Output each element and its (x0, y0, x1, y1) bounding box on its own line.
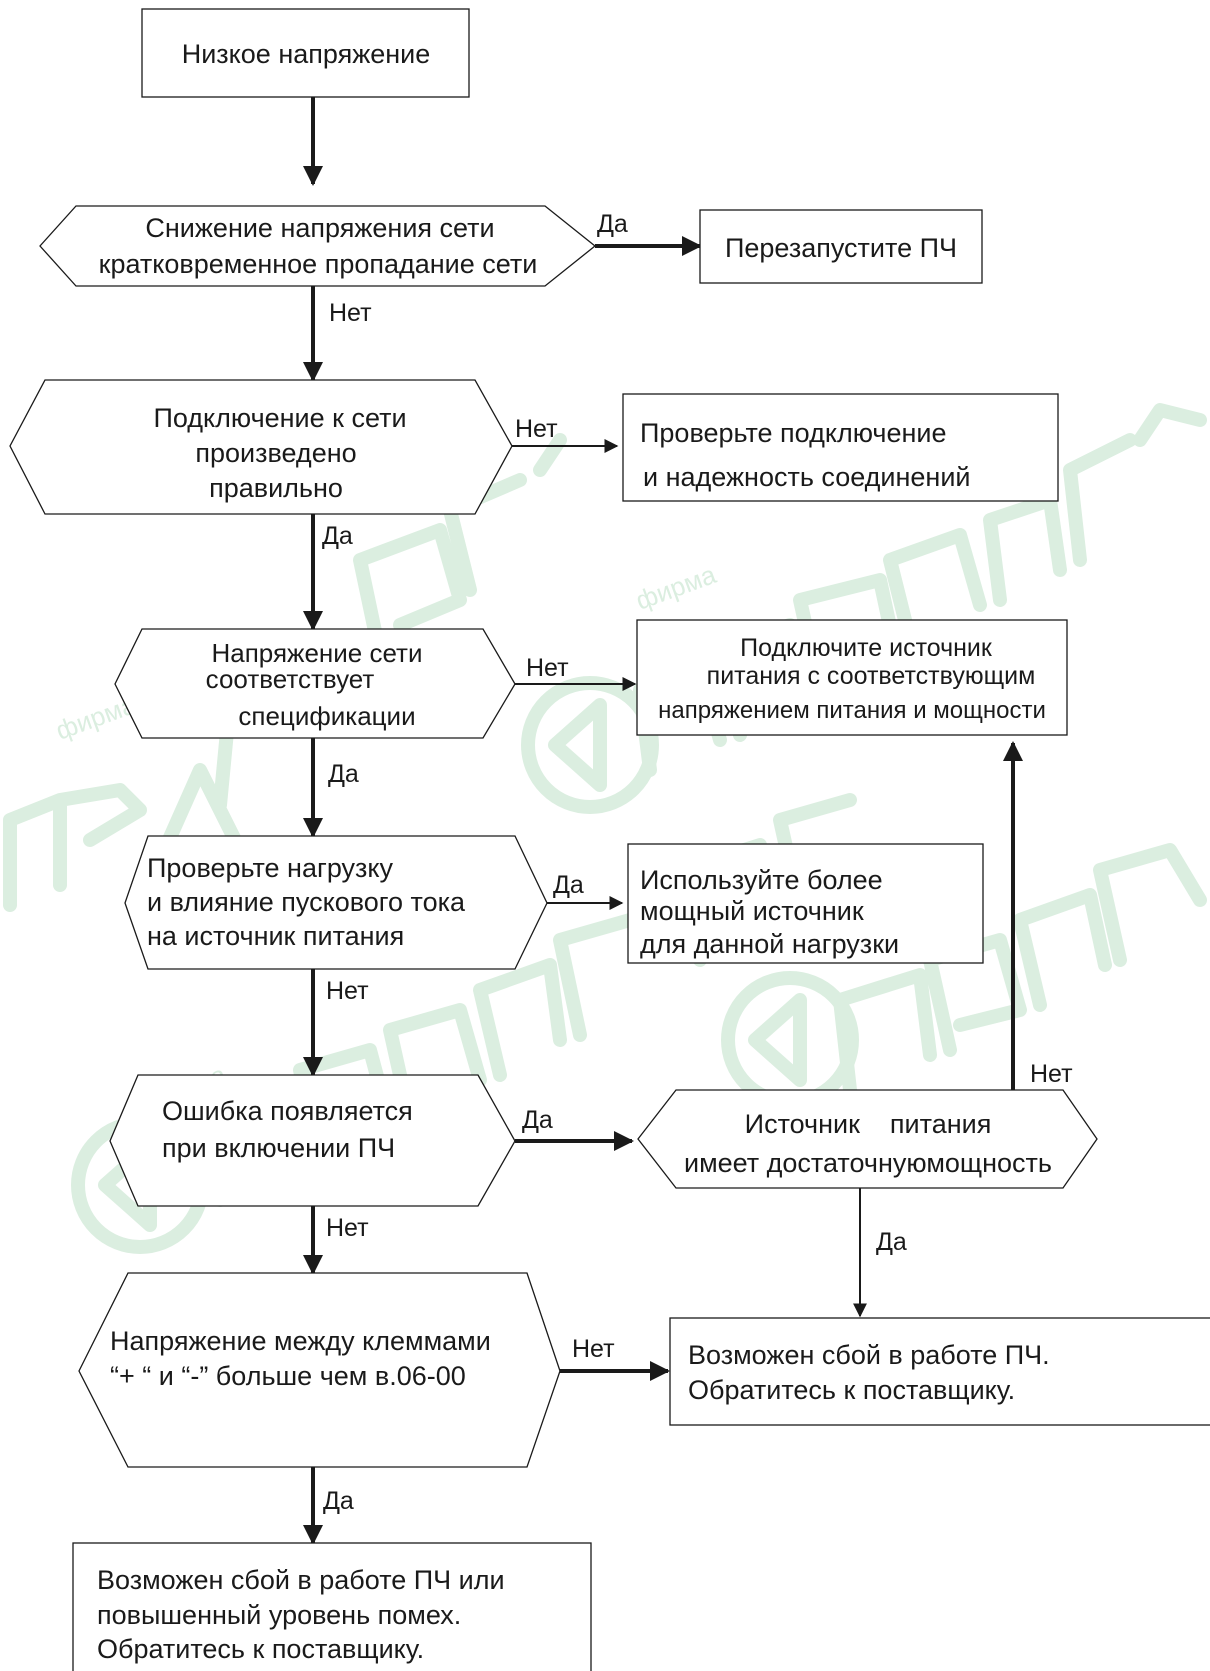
decision-mains-voltage-spec: Напряжение сети соответствует спецификац… (114, 628, 516, 739)
node-text-line: Обратитесь к поставщику. (688, 1375, 1015, 1405)
node-text-line: Используйте более (640, 865, 883, 895)
action-possible-drive-fault: Возможен сбой в работе ПЧ. Обратитесь к … (669, 1317, 1210, 1426)
node-text-line: кратковременное пропадание сети (99, 249, 538, 279)
edge-label-n6-yes: Да (522, 1106, 553, 1134)
decision-mains-connection-correct: Подключение к сети произведено правильно (9, 379, 513, 515)
decision-dc-bus-voltage: Напряжение между клеммами “+ “ и “-” бол… (78, 1272, 561, 1468)
node-text-line: Ошибка появляется (162, 1096, 413, 1126)
node-text-line: повышенный уровень помех. (97, 1600, 461, 1630)
node-text-line: напряжением питания и мощности (658, 697, 1046, 724)
action-use-stronger-supply: Используйте более мощный источник для да… (627, 843, 984, 964)
edge-label-n4-no: Нет (526, 654, 569, 682)
decision-check-load: Проверьте нагрузку и влияние пускового т… (124, 835, 548, 970)
edge-label-n3-no: Нет (515, 415, 558, 443)
node-text-line: Подключение к сети (153, 403, 406, 433)
decision-supply-power-sufficient: Источник питания имеет достаточнуюмощнос… (637, 1089, 1098, 1189)
node-text-line: мощный источник (640, 896, 864, 926)
node-text-line: спецификации (238, 701, 415, 731)
connectors (303, 97, 1023, 1545)
node-text-line: Источник питания (745, 1109, 992, 1139)
node-text-line: Обратитесь к поставщику. (97, 1634, 424, 1664)
node-text-line: для данной нагрузки (640, 929, 899, 959)
node-text-line: “+ “ и “-” больше чем в.06-00 (110, 1361, 466, 1391)
node-start-low-voltage: Низкое напряжение (141, 8, 470, 98)
edge-label-n7-yes: Да (323, 1487, 354, 1515)
action-drive-fault-or-noise: Возможен сбой в работе ПЧ или повышенный… (72, 1542, 592, 1671)
edge-label-check-yes: Да (876, 1228, 907, 1256)
node-text-line: Возможен сбой в работе ПЧ или (97, 1565, 505, 1595)
node-text-line: Напряжение сети (211, 638, 422, 668)
decision-mains-voltage-drop: Снижение напряжения сети кратковременное… (39, 205, 597, 287)
edge-label-check-no: Нет (1030, 1060, 1073, 1088)
decision-error-on-power-on: Ошибка появляется при включении ПЧ (109, 1074, 516, 1207)
node-text-line: соответствует (206, 664, 375, 694)
node-text-line: Проверьте нагрузку (147, 853, 394, 883)
edge-label-n5-no: Нет (326, 977, 369, 1005)
node-text-line: Низкое напряжение (182, 39, 431, 69)
node-text-line: Проверьте подключение (640, 418, 946, 448)
node-text-line: Напряжение между клеммами (110, 1326, 491, 1356)
node-text-line: на источник питания (147, 921, 404, 951)
watermark-small-text: фирма (632, 559, 720, 616)
node-text-line: Возможен сбой в работе ПЧ. (688, 1340, 1050, 1370)
node-text-line: правильно (209, 473, 343, 503)
edge-label-n5-yes: Да (553, 871, 584, 899)
action-connect-proper-supply: Подключите источник питания с соответств… (636, 619, 1068, 736)
edge-label-n2-yes: Да (597, 210, 628, 238)
edge-label-n6-no: Нет (326, 1214, 369, 1242)
edge-label-n2-no: Нет (329, 299, 372, 327)
node-text-line: Подключите источник (740, 634, 993, 662)
action-restart-drive: Перезапустите ПЧ (699, 209, 983, 284)
node-text-line: при включении ПЧ (162, 1133, 395, 1163)
action-check-connection: Проверьте подключение и надежность соеди… (622, 393, 1059, 502)
edge-labels: Да Нет Нет Да Нет Да Да Нет Да Нет Нет Д… (322, 210, 1073, 1515)
node-text-line: и влияние пускового тока (147, 887, 466, 917)
node-text-line: и надежность соединений (643, 462, 970, 492)
edge-label-n3-yes: Да (322, 522, 353, 550)
node-text-line: имеет достаточнуюмощность (684, 1148, 1052, 1178)
node-text-line: Снижение напряжения сети (145, 213, 494, 243)
edge-label-n4-yes: Да (328, 760, 359, 788)
node-text-line: произведено (195, 438, 356, 468)
edge-label-n7-no: Нет (572, 1335, 615, 1363)
node-text-line: питания с соответствующим (707, 662, 1036, 690)
node-text-line: Перезапустите ПЧ (725, 233, 957, 263)
